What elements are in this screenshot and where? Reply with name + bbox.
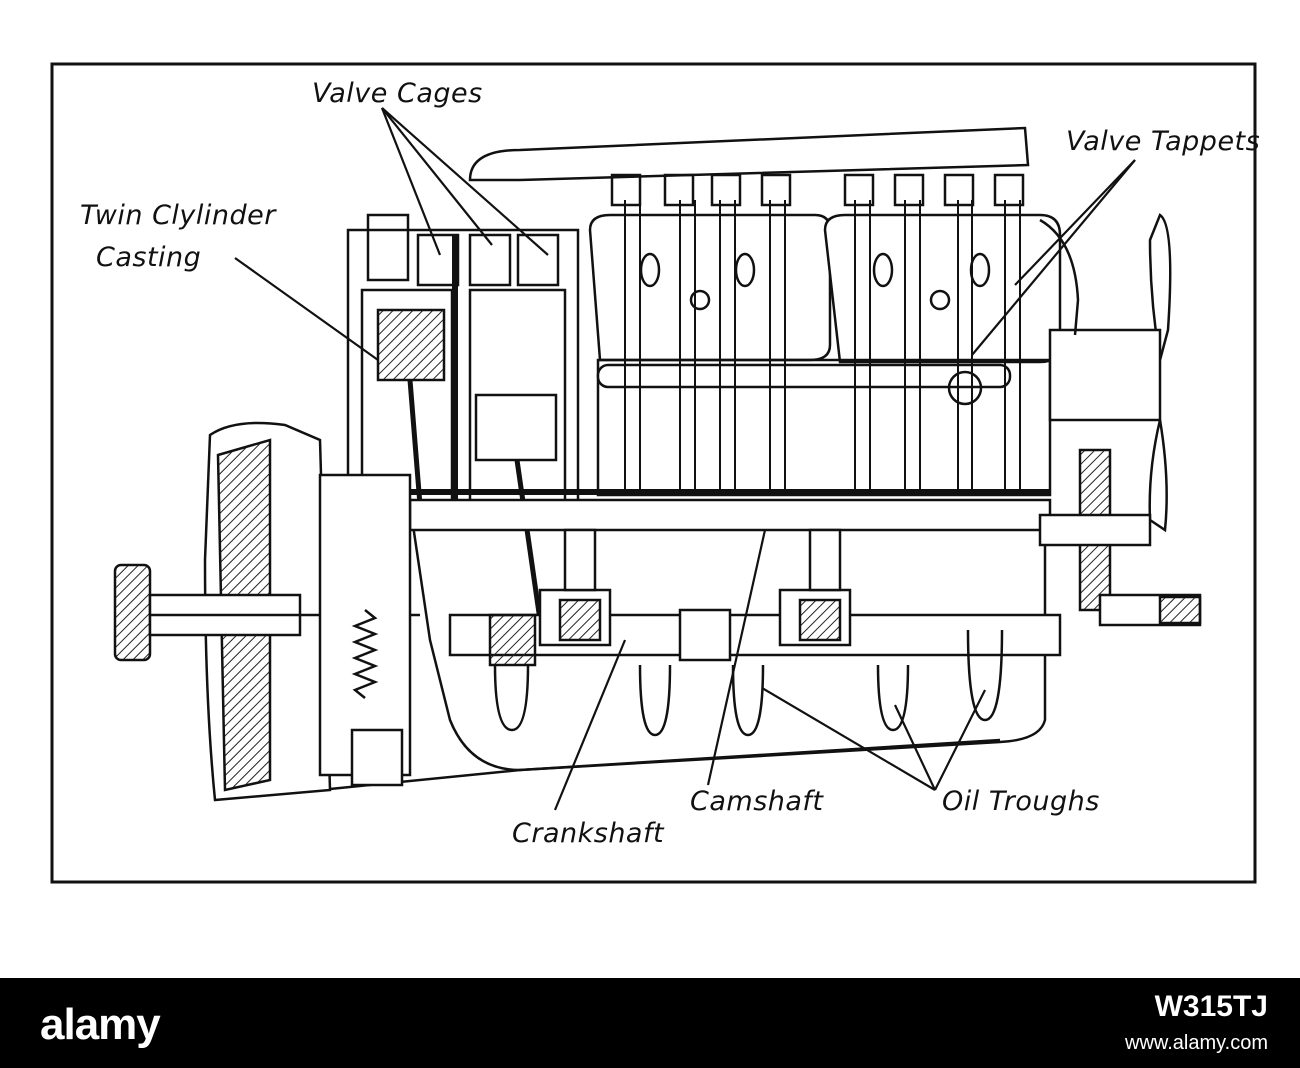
spark-plugs (639, 252, 991, 311)
figure-frame (50, 62, 1257, 884)
valve-springs (610, 173, 1025, 207)
piston-front (376, 308, 446, 382)
cylinder-block-3 (823, 213, 1062, 364)
label-valve-cages: Valve Cages (312, 78, 483, 109)
label-twin-cylinder-line2: Casting (96, 242, 202, 273)
label-camshaft: Camshaft (690, 786, 824, 817)
clutch-hub (113, 563, 152, 662)
engine-diagram: Valve Cages Twin Clylinder Casting Valve… (50, 62, 1261, 884)
oil-troughs (493, 629, 1004, 737)
brand-logo: alamy (40, 1000, 161, 1049)
water-pipe (1039, 218, 1080, 336)
label-crankshaft: Crankshaft (512, 818, 665, 849)
engine-cutaway-svg (50, 62, 1257, 884)
manifold (596, 363, 1012, 389)
label-oil-troughs: Oil Troughs (942, 786, 1100, 817)
fan-drive (1048, 328, 1162, 422)
valve-spring-coil (351, 609, 379, 699)
watermark-bar: alamy W315TJ www.alamy.com (0, 978, 1300, 1068)
engine-drawing (113, 126, 1202, 802)
image-code: W315TJ (1154, 990, 1268, 1023)
valve-rocker-rail (468, 126, 1030, 182)
tappet-rods (624, 200, 1021, 495)
leader-lines (234, 107, 1136, 811)
camshaft (408, 498, 1052, 532)
gear-housing (318, 473, 412, 777)
label-valve-tappets: Valve Tappets (1066, 126, 1261, 157)
site-url: www.alamy.com (1125, 1032, 1268, 1054)
label-twin-cylinder-line1: Twin Clylinder (80, 200, 276, 231)
piston-second (474, 393, 558, 462)
